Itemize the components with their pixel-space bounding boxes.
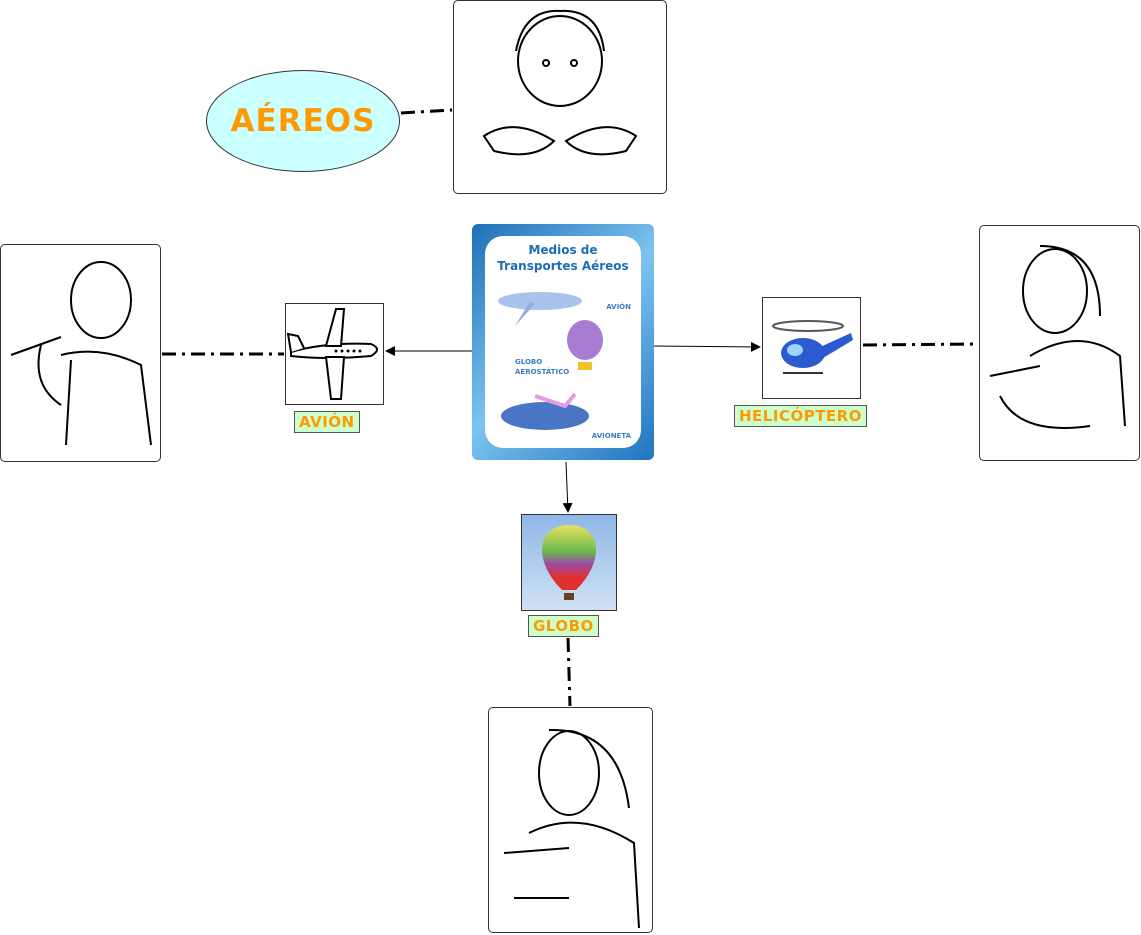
avion-label[interactable]: AVIÓN: [294, 411, 360, 433]
helicopter-icon: [772, 320, 853, 374]
arrow-to-helicoptero: [653, 341, 761, 352]
ellipse-to-sign-link: [400, 108, 453, 115]
main-concept-label: AÉREOS: [230, 103, 376, 139]
main-concept-ellipse[interactable]: AÉREOS: [206, 70, 400, 172]
sign-aereos-image: [453, 0, 667, 194]
globo-label[interactable]: GLOBO: [528, 615, 599, 637]
globo-image[interactable]: [521, 514, 617, 611]
person-sign-helicoptero-icon: [989, 245, 1126, 429]
airplane-icon: [286, 308, 378, 400]
person-sign-globo-icon: [503, 728, 640, 929]
sign-globo-image: [488, 707, 653, 933]
sign-avion-image: [0, 244, 161, 462]
avion-image[interactable]: [285, 303, 384, 405]
poster-item-globo: GLOBO: [515, 358, 543, 366]
globo-sign-link: [566, 637, 572, 707]
hot-air-balloon-icon: [542, 525, 596, 600]
person-sign-avion-icon: [10, 261, 152, 446]
poster-title-line2: Transportes Aéreos: [497, 259, 629, 273]
helicoptero-label[interactable]: HELICÓPTERO: [734, 405, 867, 427]
poster-item-avioneta: AVIONETA: [591, 432, 631, 440]
aircraft-illustrations-icon: [498, 292, 603, 430]
helicoptero-sign-link: [862, 342, 979, 347]
poster-item-avion: AVIÓN: [606, 303, 631, 311]
poster-title-line1: Medios de: [528, 243, 598, 257]
helicoptero-image[interactable]: [762, 297, 861, 399]
child-face-hands-icon: [482, 9, 638, 156]
poster-item-aerostatico: AEROSTÁTICO: [515, 368, 570, 376]
sign-helicoptero-image: [979, 225, 1140, 461]
arrow-to-globo: [562, 461, 573, 513]
